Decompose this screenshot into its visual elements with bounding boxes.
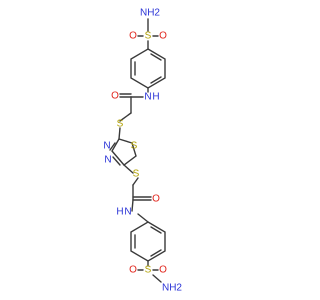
sulfonyl-s-top-label: S — [145, 31, 152, 42]
nh-top-n-label: N — [144, 92, 151, 103]
thioether-s-top-label: S — [117, 119, 124, 130]
oxygen-top-right-label: O — [159, 31, 167, 42]
nh2-top-label: NH2 — [140, 8, 160, 19]
bond-ch2-s-top — [119, 112, 132, 122]
oxygen-amide-bottom-label: O — [152, 194, 160, 205]
molecule-structure-diagram: NH2 S O O N H O S S N N S O H N S O O NH… — [103, 8, 182, 294]
nh-top-h-label: H — [152, 92, 159, 103]
bond-s-ch2-bottom — [132, 177, 139, 186]
benzene-ring-top — [130, 48, 166, 89]
bond-nh-ring-bottom — [137, 213, 149, 223]
bond-s-top-ring — [118, 127, 121, 140]
thiadiazole-ring — [111, 138, 137, 166]
ring-n2-label: N — [104, 155, 111, 166]
nh-bottom-n-label: N — [124, 207, 131, 218]
oxygen-top-left-label: O — [129, 31, 137, 42]
atom-labels: NH2 S O O N H O S S N N S O H N S O O NH… — [103, 8, 182, 294]
nh2-bottom-label: NH2 — [162, 283, 182, 294]
ring-n1-label: N — [103, 141, 110, 152]
benzene-bottom-double-1 — [150, 226, 162, 234]
bond-s-nh2-bottom — [152, 274, 162, 283]
benzene-top-double-1 — [150, 53, 162, 61]
sulfonyl-s-bottom-label: S — [145, 265, 152, 276]
bonds — [109, 18, 166, 283]
benzene-top-double-2 — [150, 76, 162, 84]
benzene-ring-bottom — [130, 221, 166, 262]
oxygen-amide-top-label: O — [111, 91, 119, 102]
ring-s-label: S — [131, 141, 138, 152]
oxygen-bottom-right-label: O — [159, 265, 167, 276]
thiadiazole-double-2 — [112, 156, 121, 166]
bond-ring-s-bottom — [123, 164, 134, 174]
benzene-bottom-double-2 — [150, 249, 162, 257]
thioether-s-bottom-label: S — [133, 169, 140, 180]
thiadiazole-double-1 — [109, 142, 116, 151]
nh-bottom-h-label: H — [116, 207, 123, 218]
oxygen-bottom-left-label: O — [129, 265, 137, 276]
bond-carbonyl-nh-bottom — [131, 199, 134, 212]
